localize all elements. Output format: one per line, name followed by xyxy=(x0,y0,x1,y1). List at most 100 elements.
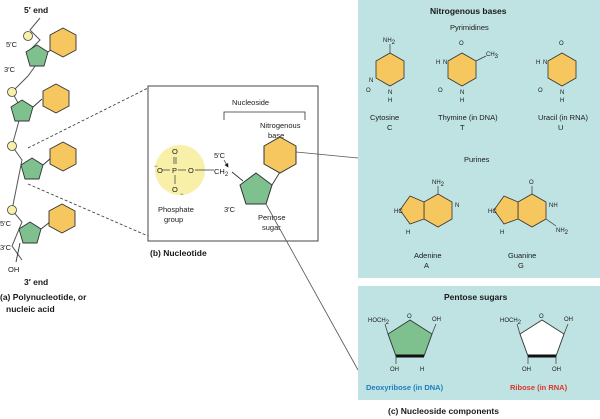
nitrogen-label: N xyxy=(543,60,547,66)
phosphorus-label: P xyxy=(172,166,177,175)
uracil-letter: U xyxy=(558,123,563,132)
nucleoside-label: Nucleoside xyxy=(232,98,269,107)
uracil-structure: O H N O N H xyxy=(536,41,577,104)
ribose-structure: O HOCH2 OH OH OH xyxy=(500,314,573,373)
carbon-5-label: 5′C xyxy=(0,219,12,228)
ch2-label: CH2 xyxy=(214,167,229,178)
caption-a-line2: nucleic acid xyxy=(6,304,55,314)
nh-label: NH xyxy=(549,203,558,209)
pyrimidines-label: Pyrimidines xyxy=(450,23,489,32)
hydroxyl-label: OH xyxy=(522,367,531,373)
carbon-5-label: 5′C xyxy=(214,151,226,160)
caption-c: (c) Nucleoside components xyxy=(388,406,499,416)
oxygen-label: O xyxy=(366,88,371,94)
bases-title: Nitrogenous bases xyxy=(430,6,507,16)
cytosine-structure: NH2 N O N H xyxy=(366,38,405,104)
hoch2-label: HOCH2 xyxy=(368,318,390,326)
oxygen-label: O xyxy=(559,41,564,47)
nitrogen-label: N xyxy=(455,203,459,209)
carbon-3-label: 3′C xyxy=(4,65,16,74)
oxygen-label: O xyxy=(459,41,464,47)
nitrogen-label: N xyxy=(388,90,392,96)
oxygen-label: O xyxy=(172,147,178,156)
cytosine-name: Cytosine xyxy=(370,113,399,122)
cytosine-letter: C xyxy=(387,123,393,132)
caption-b: (b) Nucleotide xyxy=(150,248,207,258)
connector-to-sugars xyxy=(265,203,359,371)
phosphate-circle xyxy=(7,205,17,215)
phosphate-circle xyxy=(7,141,17,151)
uracil-name: Uracil (in RNA) xyxy=(538,113,589,122)
nitrogenous-base-label-line1: Nitrogenous xyxy=(260,121,301,130)
nucleotide-panel: Nucleoside Nitrogenous base O P O O O − … xyxy=(147,85,319,258)
pentose-sugars-panel: Pentose sugars O HOCH2 OH OH H Deoxyribo… xyxy=(358,286,600,400)
sugar-pentagon xyxy=(20,157,44,180)
oxygen-label: O xyxy=(538,88,543,94)
bases-panel-bg xyxy=(358,0,600,278)
hoch2-label: HOCH2 xyxy=(500,318,522,326)
sugar-pentagon xyxy=(25,44,49,67)
carbon-5-label: 5′C xyxy=(6,40,18,49)
oxygen-label: O xyxy=(438,88,443,94)
guanine-name: Guanine xyxy=(508,251,536,260)
sugar-pentagon xyxy=(10,99,34,122)
adenine-letter: A xyxy=(424,261,429,270)
carbon-3-label: 3′C xyxy=(0,243,12,252)
three-prime-end-label: 3′ end xyxy=(24,277,48,287)
hydrogen-label: H xyxy=(388,98,392,104)
amino-group-label: NH2 xyxy=(556,228,569,236)
zoom-line-bottom xyxy=(27,183,149,237)
sugar-pentagon xyxy=(18,221,42,244)
hydrogen-label: H xyxy=(406,230,410,236)
hydrogen-label: H xyxy=(560,98,564,104)
amino-group-label: NH2 xyxy=(432,180,445,188)
guanine-letter: G xyxy=(518,261,524,270)
nitrogenous-bases-panel: Nitrogenous bases Pyrimidines NH2 N O N … xyxy=(358,0,600,278)
oxygen-label: O xyxy=(188,166,194,175)
nitrogen-h-label: H xyxy=(536,60,540,66)
guanine-structure: O HC NH NH2 H xyxy=(488,180,569,236)
hydroxyl-label: OH xyxy=(390,367,399,373)
thymine-structure: CH3 O H N O N H xyxy=(436,41,499,104)
pentose-sugar-label-line1: Pentose xyxy=(258,213,286,222)
carbon-3-label: 3′C xyxy=(224,205,236,214)
hydroxyl-label: OH xyxy=(564,317,573,323)
hydroxyl-label: OH xyxy=(552,367,561,373)
oxygen-label: O xyxy=(172,185,178,194)
adenine-structure: NH2 HC N H xyxy=(394,180,459,236)
hydroxyl-label: OH xyxy=(432,317,441,323)
ring-oxygen-label: O xyxy=(539,314,544,320)
hydroxyl-label: OH xyxy=(8,265,19,274)
hydrogen-label: H xyxy=(420,367,424,373)
phosphate-circle xyxy=(23,31,33,41)
purines-label: Purines xyxy=(464,155,490,164)
base-hexagon xyxy=(42,83,70,114)
ribose-label: Ribose (in RNA) xyxy=(510,383,568,392)
thymine-name: Thymine (in DNA) xyxy=(438,113,498,122)
deoxyribose-label: Deoxyribose (in DNA) xyxy=(366,383,444,392)
deoxyribose-structure: O HOCH2 OH OH H xyxy=(368,314,441,373)
phosphate-group-label-line1: Phosphate xyxy=(158,205,194,214)
oxygen-label: O xyxy=(157,166,163,175)
nitrogen-label: N xyxy=(560,90,564,96)
backbone-line xyxy=(11,17,41,261)
charge-minus: − xyxy=(180,192,184,198)
thymine-letter: T xyxy=(460,123,465,132)
hydrogen-label: H xyxy=(460,98,464,104)
base-hexagon xyxy=(49,27,77,58)
hc-label: HC xyxy=(394,209,403,215)
pentose-sugar-label-line2: sugar xyxy=(262,223,281,232)
amino-group-label: NH2 xyxy=(383,38,396,46)
nitrogen-label: N xyxy=(460,90,464,96)
oxygen-label: O xyxy=(529,180,534,186)
five-prime-end-label: 5′ end xyxy=(24,5,48,15)
nitrogen-h-label: H xyxy=(436,60,440,66)
nitrogen-label: N xyxy=(443,60,447,66)
polynucleotide-panel: 5′ end 5′C 3′C 5′C 3′C OH 3′ end (a) Pol… xyxy=(0,5,87,314)
nitrogenous-base-label-line2: base xyxy=(268,131,284,140)
base-hexagon xyxy=(49,141,77,172)
phosphate-circle xyxy=(7,87,17,97)
nucleoside-bracket xyxy=(223,111,306,120)
nitrogen-label: N xyxy=(369,78,373,84)
